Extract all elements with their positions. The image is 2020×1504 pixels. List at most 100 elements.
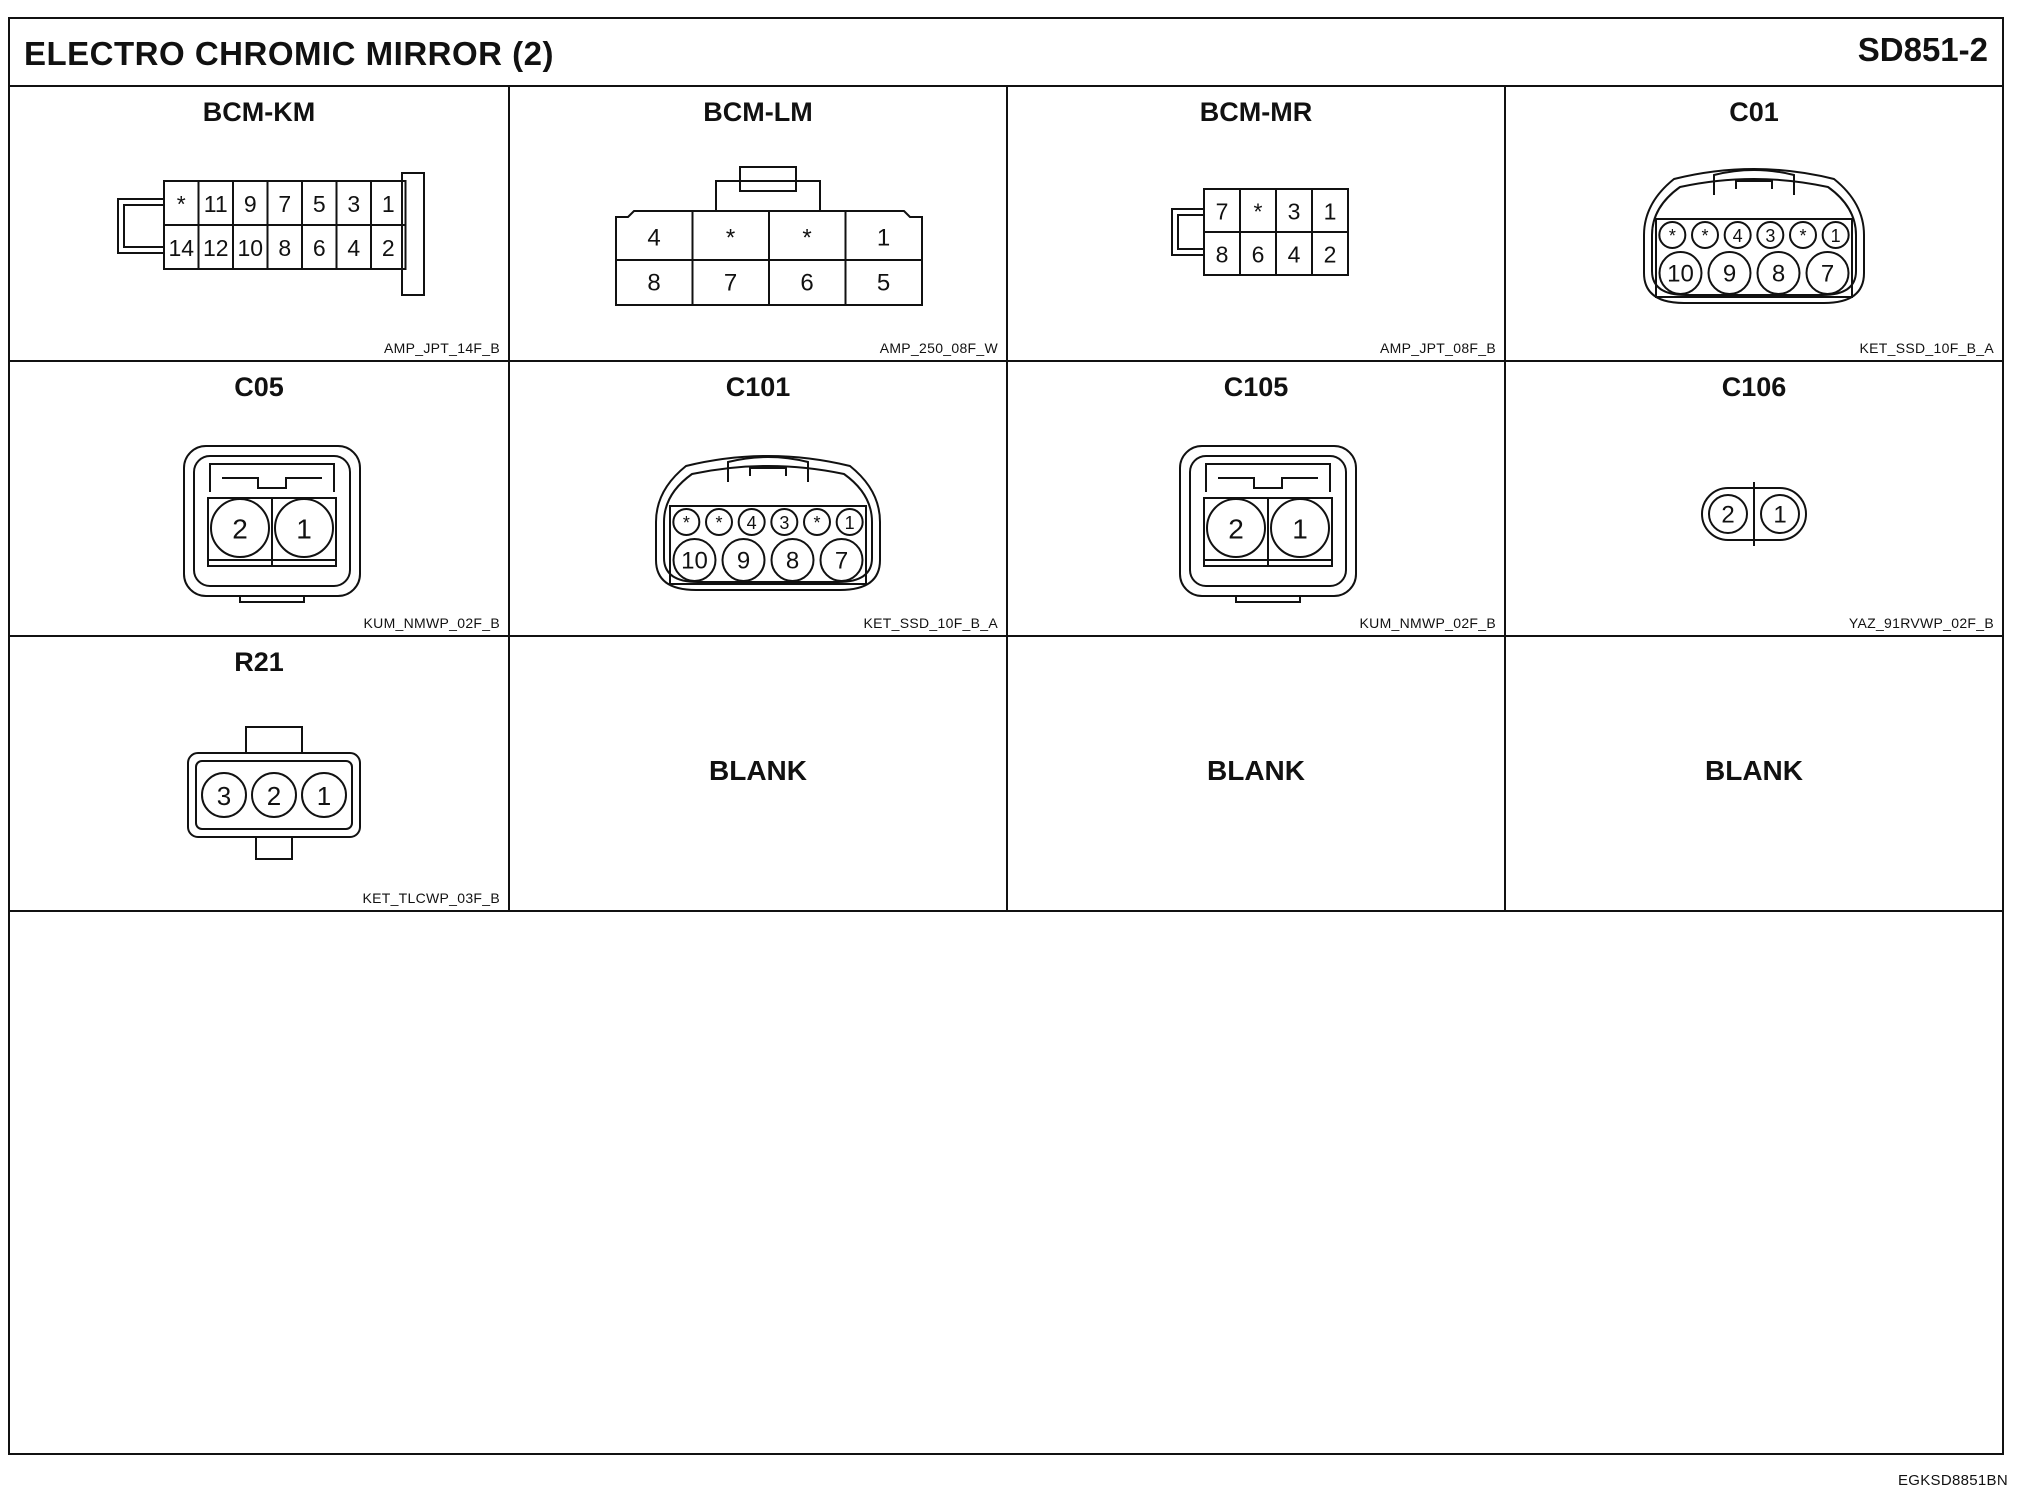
pin-label: 14 — [168, 235, 194, 261]
pin-cavity — [1760, 494, 1800, 534]
pin-cavity — [1658, 221, 1687, 249]
pin-cavity — [672, 508, 701, 536]
pin-label: * — [802, 225, 811, 252]
rectangular-8-pin-connector-icon: 48*7*615 — [615, 166, 923, 306]
latch — [1735, 180, 1773, 189]
pin-label: * — [1799, 226, 1806, 246]
pin-cavity — [274, 498, 334, 558]
pin-cavity — [1708, 494, 1748, 534]
diagram-frame: ELECTRO CHROMIC MIRROR (2) SD851-2 BCM-K… — [8, 17, 2004, 1455]
pin-label: 2 — [1228, 514, 1244, 545]
pin-label: 8 — [1772, 261, 1785, 288]
pin-cavity — [251, 772, 297, 818]
connector-name: BCM-KM — [202, 97, 316, 127]
pin-cavity — [770, 538, 815, 582]
pin-label: 9 — [1723, 261, 1736, 288]
latch — [123, 204, 165, 248]
pin-cavity — [1691, 221, 1719, 249]
pin-label: 2 — [382, 235, 395, 261]
connector-body — [615, 210, 923, 306]
blank-label: BLANK — [1207, 755, 1305, 786]
pin-cavity — [301, 772, 347, 818]
latch — [1713, 169, 1795, 195]
pin-label: 10 — [1667, 261, 1694, 288]
pin-label: * — [683, 513, 690, 533]
connector-type: AMP_250_08F_W — [879, 340, 998, 356]
pin-cavity — [1805, 251, 1850, 295]
pin-cavity — [1206, 498, 1266, 558]
connector-type: KUM_NMWP_02F_B — [1359, 615, 1496, 631]
document-id: EGKSD8851BN — [1897, 1472, 2008, 1489]
latch — [739, 166, 797, 192]
blank-label: BLANK — [1705, 755, 1803, 786]
pin-block — [669, 505, 867, 585]
pin-label: 7 — [278, 191, 291, 217]
pin-label: 2 — [267, 781, 281, 811]
pin-label: 7 — [724, 270, 737, 297]
connector-type: KET_SSD_10F_B_A — [863, 615, 998, 631]
pin-cavity — [1756, 251, 1801, 295]
pin-label: 4 — [747, 513, 757, 533]
pin-cavity — [1821, 221, 1850, 249]
pin-label: 10 — [237, 235, 263, 261]
pin-cavity — [210, 498, 270, 558]
diagram-title: ELECTRO CHROMIC MIRROR (2) — [24, 35, 554, 72]
pin-label: 1 — [382, 191, 395, 217]
connector-name: BCM-MR — [1199, 97, 1313, 127]
pin-label: 9 — [244, 191, 257, 217]
pin-label: 3 — [1765, 226, 1775, 246]
connector-shell — [195, 760, 353, 830]
connector-type: YAZ_91RVWP_02F_B — [1848, 615, 1994, 631]
connector-name: C01 — [1729, 97, 1779, 127]
pin-label: 8 — [647, 270, 660, 297]
pin-cavity — [1658, 251, 1703, 295]
connector-type: AMP_JPT_08F_B — [1380, 340, 1496, 356]
pin-label: 1 — [877, 225, 890, 252]
connector-name: C05 — [234, 372, 284, 402]
blank-label: BLANK — [709, 755, 807, 786]
connector-type: KET_TLCWP_03F_B — [362, 890, 500, 906]
pin-label: 6 — [313, 235, 326, 261]
pin-label: 1 — [317, 781, 331, 811]
pin-label: 1 — [1324, 199, 1337, 225]
connector-type: KET_SSD_10F_B_A — [1859, 340, 1994, 356]
pin-cavity — [705, 508, 733, 536]
pin-label: 4 — [1733, 226, 1743, 246]
latch — [1205, 463, 1331, 492]
pin-label: 1 — [1292, 514, 1308, 545]
pin-label: 7 — [1821, 261, 1834, 288]
connector-name: R21 — [234, 647, 284, 677]
pin-cavity — [1270, 498, 1330, 558]
diagram-code: SD851-2 — [1857, 31, 1988, 68]
pin-label: 8 — [1216, 242, 1229, 268]
locking-tab — [401, 172, 425, 296]
pin-label: 8 — [786, 548, 799, 575]
pin-label: * — [1669, 226, 1676, 246]
blank-cell: BLANK — [1008, 637, 1506, 912]
pin-label: 9 — [737, 548, 750, 575]
connector-name: C105 — [1223, 372, 1289, 402]
locking-tab — [255, 836, 293, 860]
pin-label: 4 — [647, 225, 660, 252]
pin-label: * — [715, 513, 722, 533]
pin-block — [1655, 218, 1853, 298]
connector-type: KUM_NMWP_02F_B — [363, 615, 500, 631]
pin-cavity — [819, 538, 864, 582]
connector-shell — [1651, 178, 1857, 296]
pin-label: 2 — [1721, 502, 1734, 529]
connector-shell — [655, 455, 881, 591]
pin-label: 7 — [835, 548, 848, 575]
connector-shell — [193, 455, 351, 587]
pin-label: 8 — [278, 235, 291, 261]
pin-cavity — [770, 508, 799, 536]
header: ELECTRO CHROMIC MIRROR (2) SD851-2 — [10, 19, 2002, 87]
